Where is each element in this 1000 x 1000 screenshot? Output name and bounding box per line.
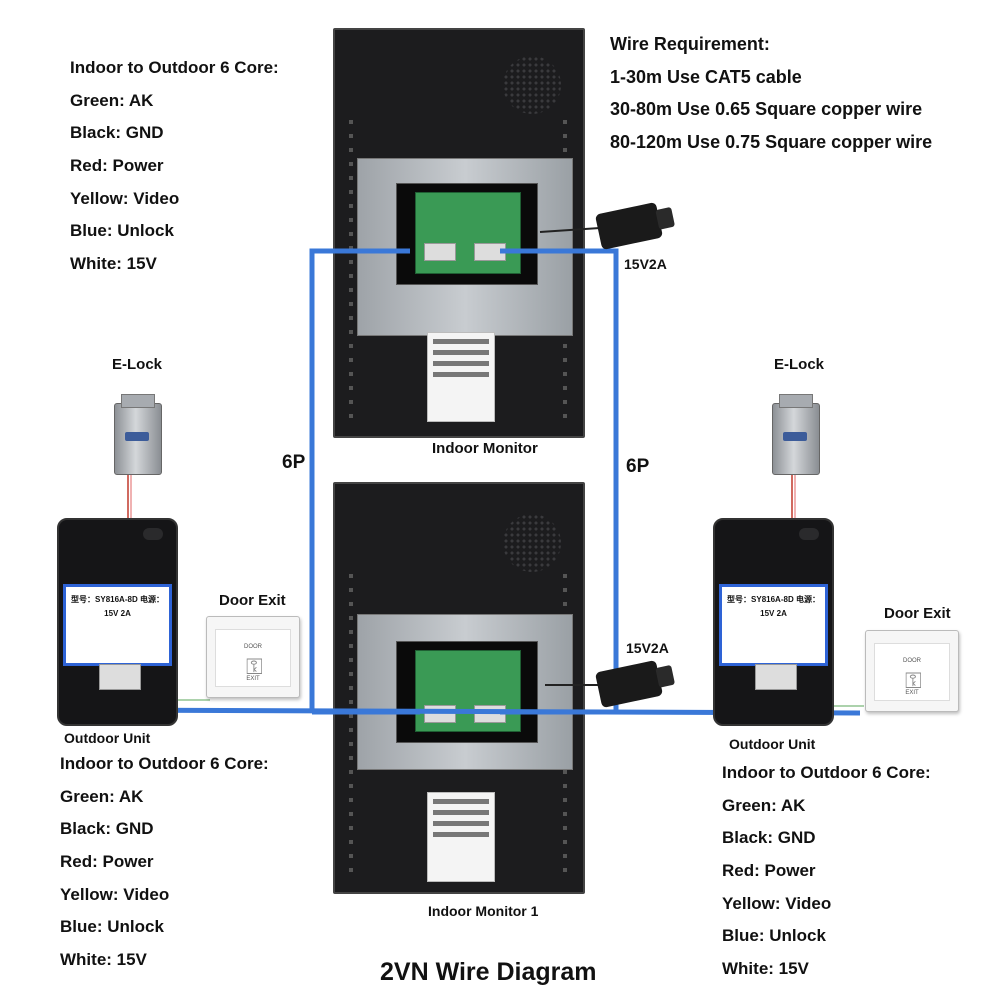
camera-lens [143, 528, 163, 540]
terminal-block [99, 664, 141, 690]
door-exit-label-right: Door Exit [884, 605, 951, 622]
legend-item: Yellow: Video [60, 884, 170, 904]
key-icon: ⚿ [246, 654, 263, 679]
legend-item: Black: GND [722, 828, 816, 848]
legend-item: Black: GND [70, 123, 164, 143]
circuit-board [415, 192, 521, 274]
rating-label [427, 332, 495, 422]
core-legend-top-left: Indoor to Outdoor 6 Core: Green: AK Blac… [70, 52, 279, 281]
legend-item: Blue: Unlock [70, 221, 174, 241]
electric-lock-left [114, 394, 162, 475]
electric-lock-right [772, 394, 820, 475]
legend-item: White: 15V [60, 950, 147, 970]
outdoor-unit-left: 型号：SY816A-8D 电源：15V 2A [57, 518, 178, 726]
door-word: DOOR [903, 658, 921, 664]
legend-item: White: 15V [70, 254, 157, 274]
wire-requirement-title: Wire Requirement: [610, 34, 770, 54]
cable-label-right: 6P [626, 456, 650, 477]
legend-item: Blue: Unlock [722, 926, 826, 946]
exit-word: EXIT [905, 690, 919, 696]
core-legend-bottom-left: Indoor to Outdoor 6 Core: Green: AK Blac… [60, 748, 269, 977]
legend-item: Red: Power [70, 156, 164, 176]
terminal-block [755, 664, 797, 690]
mounting-plate [357, 158, 573, 336]
speaker-grille [503, 514, 561, 572]
legend-title: Indoor to Outdoor 6 Core: [60, 754, 269, 773]
door-exit-button-right: DOOR ⚿ EXIT [865, 630, 959, 712]
door-exit-label-left: Door Exit [219, 592, 286, 609]
model-sticker: 型号：SY816A-8D 电源：15V 2A [719, 584, 828, 666]
legend-item: Blue: Unlock [60, 917, 164, 937]
legend-item: Yellow: Video [70, 188, 180, 208]
outdoor-unit-label-left: Outdoor Unit [64, 730, 151, 746]
outdoor-unit-right: 型号：SY816A-8D 电源：15V 2A [713, 518, 834, 726]
outdoor-unit-label-right: Outdoor Unit [729, 736, 816, 752]
power-label-bottom: 15V2A [626, 640, 669, 656]
legend-item: White: 15V [722, 959, 809, 979]
indoor-monitor-top [333, 28, 585, 438]
exit-word: EXIT [246, 676, 260, 682]
diagram-title: 2VN Wire Diagram [380, 958, 597, 986]
indoor-monitor-1-label: Indoor Monitor 1 [428, 903, 539, 919]
indoor-monitor-label: Indoor Monitor [432, 440, 538, 457]
door-exit-button-left: DOOR ⚿ EXIT [206, 616, 300, 698]
elock-label-left: E-Lock [112, 356, 163, 373]
power-label-top: 15V2A [624, 256, 667, 272]
legend-item: Green: AK [722, 795, 806, 815]
cam1-connector [424, 243, 456, 261]
key-icon: ⚿ [905, 668, 922, 693]
legend-item: Green: AK [70, 90, 154, 110]
side-vents [349, 574, 353, 874]
wire-requirement-line: 80-120m Use 0.75 Square copper wire [610, 132, 933, 153]
legend-title: Indoor to Outdoor 6 Core: [70, 58, 279, 77]
legend-item: Red: Power [60, 852, 154, 872]
door-word: DOOR [244, 644, 262, 650]
model-sticker: 型号：SY816A-8D 电源：15V 2A [63, 584, 172, 666]
wire-requirement-line: 1-30m Use CAT5 cable [610, 66, 802, 87]
elock-label-right: E-Lock [774, 356, 825, 373]
rating-label [427, 792, 495, 882]
legend-title: Indoor to Outdoor 6 Core: [722, 763, 931, 782]
legend-item: Red: Power [722, 861, 816, 881]
core-legend-bottom-right: Indoor to Outdoor 6 Core: Green: AK Blac… [722, 757, 931, 986]
side-vents [349, 120, 353, 420]
legend-item: Black: GND [60, 819, 154, 839]
wire-requirement: Wire Requirement: 1-30m Use CAT5 cable 3… [610, 28, 932, 159]
speaker-grille [503, 56, 561, 114]
camera-lens [799, 528, 819, 540]
legend-item: Green: AK [60, 786, 144, 806]
pcb-housing [396, 183, 538, 285]
cable-label-left: 6P [282, 452, 306, 473]
legend-item: Yellow: Video [722, 893, 832, 913]
wire-requirement-line: 30-80m Use 0.65 Square copper wire [610, 99, 923, 120]
